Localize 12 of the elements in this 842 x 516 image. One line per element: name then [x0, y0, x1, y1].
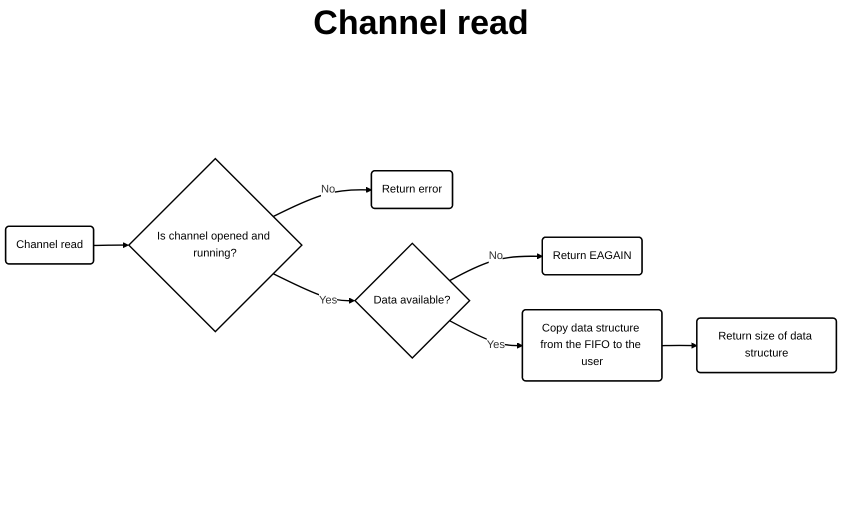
arrow: [449, 253, 543, 282]
arrow: [662, 342, 698, 349]
node-diamond: Data available?: [354, 242, 471, 360]
edge-label: Yes: [318, 294, 338, 306]
node-diamond: Is channel opened and running?: [128, 158, 303, 333]
edge-label: Yes: [486, 339, 505, 352]
edge-label: No: [488, 250, 503, 262]
arrow: [272, 273, 355, 304]
diagram-title: Channel read: [312, 4, 530, 43]
edge-label: No: [320, 184, 336, 196]
arrow: [94, 242, 129, 248]
arrow: [272, 187, 372, 218]
